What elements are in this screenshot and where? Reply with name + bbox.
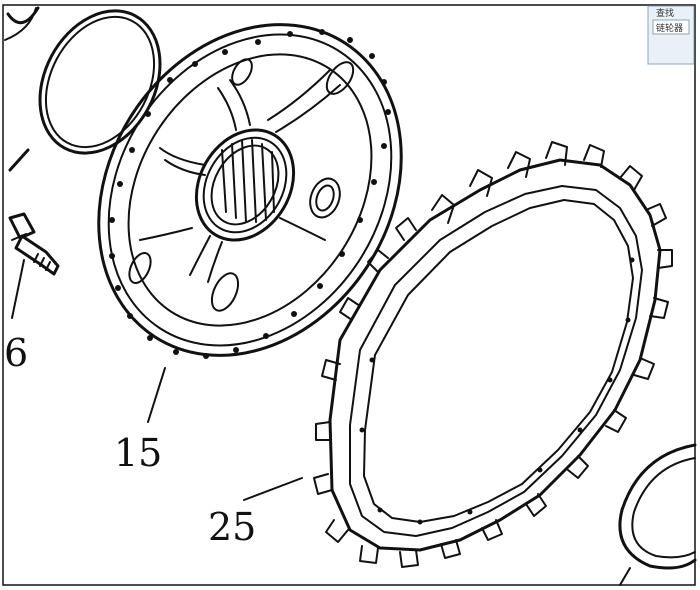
plate-ribs xyxy=(139,69,341,283)
stamp-watermark: 查找 链轮器 xyxy=(647,5,695,65)
stamp-line-1: 查找 xyxy=(656,7,674,19)
left-shaft-line xyxy=(8,148,30,172)
splined-hub xyxy=(194,128,296,242)
leader-6 xyxy=(11,259,25,319)
leader-15 xyxy=(147,367,166,423)
callout-15: 15 xyxy=(114,431,162,475)
stamp-line-2: 链轮器 xyxy=(656,22,683,34)
plate-cutouts xyxy=(128,58,355,312)
sprocket-ring xyxy=(313,141,673,568)
leader-bottom-right xyxy=(619,567,631,586)
sprocket-teeth xyxy=(313,141,673,568)
leader-25 xyxy=(243,477,303,501)
hub-plate xyxy=(97,23,403,359)
callout-25: 25 xyxy=(208,505,256,549)
seal-ring-bottom xyxy=(618,443,697,570)
seal-ring-top xyxy=(38,9,162,155)
top-left-disc xyxy=(4,6,40,41)
diagram-frame xyxy=(2,4,696,586)
sprocket-rivets xyxy=(359,257,635,525)
plate-bolt-holes xyxy=(109,29,391,359)
fitting-bolt xyxy=(8,212,60,276)
callout-6: 6 xyxy=(4,331,28,375)
